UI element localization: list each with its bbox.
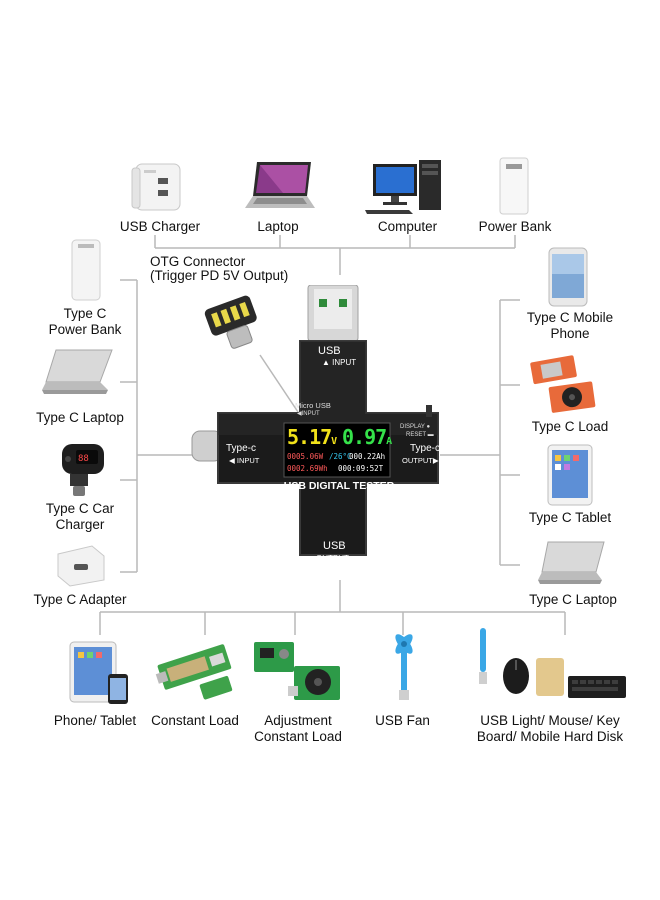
type-c-power-bank-icon: [71, 239, 101, 301]
time-reading: 000:09:52T: [338, 464, 384, 473]
usb-input-top-sub: ▲ INPUT: [322, 358, 357, 367]
phone-tablet-label: Phone/ Tablet: [53, 713, 137, 728]
laptop-icon: [245, 162, 315, 208]
usb-charger-icon: [131, 163, 181, 211]
usb-fan-icon: [395, 634, 413, 700]
display-button-label: DISPLAY ●: [400, 424, 431, 430]
type-c-car-charger-label-2: Charger: [55, 517, 105, 532]
computer-label: Computer: [377, 219, 438, 234]
constant-load-icon: [155, 644, 233, 700]
usb-output-bottom-text: OUTPUT: [316, 554, 349, 563]
svg-text:88: 88: [78, 454, 89, 464]
tester-name: USB DIGITAL TESTER: [283, 480, 395, 492]
usb-output-bottom-label: USB: [323, 540, 346, 552]
reset-text: RESET: [406, 432, 426, 438]
otg-connector-sublabel: (Trigger PD 5V Output): [150, 268, 289, 283]
micro-usb-input: ◀INPUT: [297, 411, 320, 417]
usb-output-bottom-sub: OUTPUT▼: [316, 554, 357, 563]
usb-input-top-text: INPUT: [332, 358, 357, 367]
reset-button-label: RESET ▬: [406, 432, 434, 438]
usb-light-mouse-keyboard-disk-icon: [479, 628, 626, 698]
temperature-value: 26°C: [333, 452, 352, 461]
energy-reading: 0002.69Wh: [287, 464, 328, 473]
type-c-car-charger-label: Type C Car: [45, 501, 115, 516]
voltage-unit: V: [331, 436, 337, 447]
type-c-mobile-phone-label-2: Phone: [550, 326, 590, 341]
type-c-mobile-phone-icon: [548, 247, 588, 307]
typec-output-sub: OUTPUT▶: [402, 456, 439, 465]
temperature-reading: /26°C: [329, 452, 352, 461]
adjustment-constant-load-icon: [254, 642, 340, 700]
type-c-tablet-label: Type C Tablet: [528, 510, 612, 525]
type-c-load-icon: [530, 355, 596, 413]
adjustment-constant-load-label-2: Constant Load: [254, 729, 342, 744]
type-c-power-bank-label: Type C: [63, 306, 107, 321]
typec-input-label: Type-c: [226, 443, 257, 454]
current-value: 0.97: [342, 425, 387, 449]
typec-input-text: INPUT: [236, 456, 260, 465]
usb-input-top-label: USB: [318, 345, 341, 357]
power-reading: 0005.06W: [287, 452, 324, 461]
display-text: DISPLAY: [400, 424, 425, 430]
usb-fan-label: USB Fan: [375, 713, 430, 728]
type-c-tablet-icon: [547, 444, 593, 506]
voltage-reading: 5.17V: [287, 425, 337, 449]
typec-output-label: Type-c: [410, 443, 441, 454]
computer-icon: [365, 160, 441, 214]
type-c-laptop-left-icon: [42, 349, 113, 394]
type-c-car-charger-icon: 88: [62, 444, 104, 496]
power-bank-label: Power Bank: [478, 219, 552, 234]
type-c-mobile-phone-label: Type C Mobile: [526, 310, 614, 325]
capacity-reading: 000.22Ah: [349, 452, 386, 461]
laptop-label: Laptop: [257, 219, 299, 234]
constant-load-label: Constant Load: [151, 713, 239, 728]
current-reading: 0.97A: [342, 425, 392, 449]
micro-usb-label: Micro USB: [295, 401, 331, 410]
usb-light-label: USB Light/ Mouse/ Key: [480, 713, 620, 728]
adjustment-constant-load-label: Adjustment: [264, 713, 332, 728]
typec-input-sub: ◀ INPUT: [229, 456, 260, 465]
type-c-laptop-right-icon: [538, 541, 605, 584]
typec-output-text: OUTPUT: [402, 456, 433, 465]
voltage-value: 5.17: [287, 425, 332, 449]
type-c-laptop-left-label: Type C Laptop: [36, 410, 124, 425]
type-c-power-bank-label-2: Power Bank: [48, 322, 122, 337]
type-c-laptop-right-label: Type C Laptop: [529, 592, 617, 607]
usb-digital-tester: [191, 285, 439, 556]
usb-light-label-2: Board/ Mobile Hard Disk: [476, 729, 624, 744]
otg-connector-label: OTG Connector: [150, 254, 246, 269]
type-c-load-label: Type C Load: [531, 419, 609, 434]
otg-connector-icon: [204, 295, 257, 349]
current-unit: A: [386, 436, 392, 447]
phone-tablet-icon: [69, 641, 128, 704]
micro-usb-input-text: INPUT: [301, 411, 320, 417]
type-c-adapter-icon: [57, 545, 105, 587]
power-bank-icon: [499, 157, 529, 215]
usb-charger-label: USB Charger: [119, 219, 201, 234]
type-c-adapter-label: Type C Adapter: [33, 592, 127, 607]
